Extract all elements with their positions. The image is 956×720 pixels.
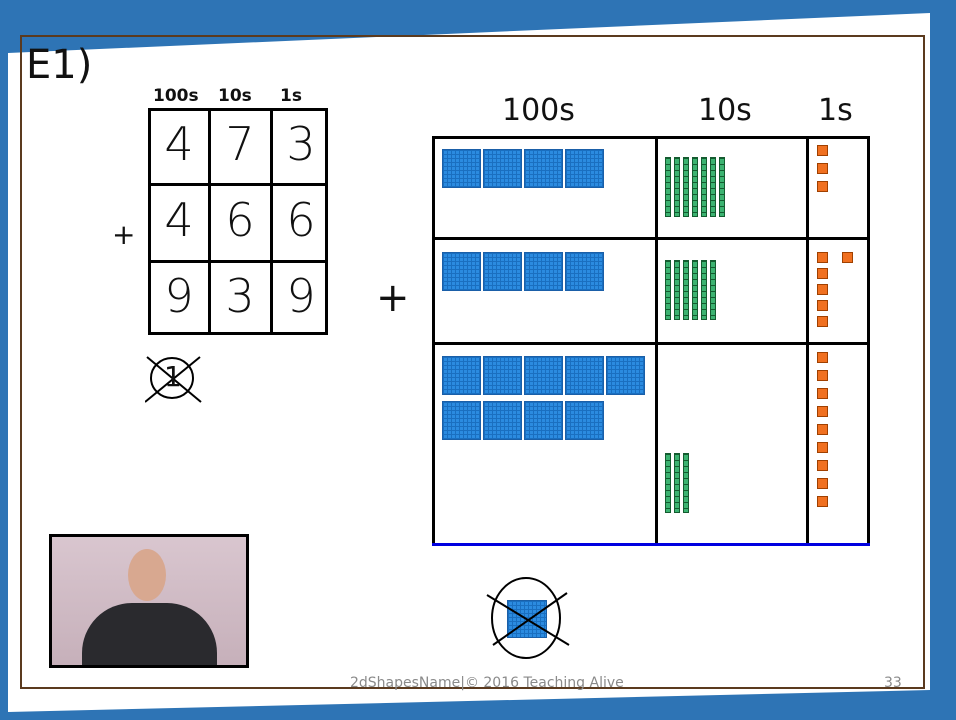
hundred-flat <box>524 401 563 440</box>
hundred-flat <box>483 356 522 395</box>
carry-digit: 1 <box>164 360 182 393</box>
one-cube <box>817 284 828 295</box>
hundred-flat <box>565 356 604 395</box>
digit-cell: 3 <box>286 117 316 171</box>
exchanged-hundred-mark <box>485 575 570 660</box>
one-cube <box>817 370 828 381</box>
hundred-flat <box>524 356 563 395</box>
ten-rod <box>683 453 689 513</box>
header-100s: 100s <box>153 86 199 106</box>
one-cube <box>817 442 828 453</box>
blocks-header-1s: 1s <box>818 93 853 128</box>
one-cube <box>817 406 828 417</box>
hundred-flat <box>442 252 481 291</box>
ten-rod <box>701 157 707 217</box>
blocks-header-10s: 10s <box>698 93 752 128</box>
ten-rod <box>710 157 716 217</box>
hundred-flat <box>483 252 522 291</box>
hundred-flat <box>524 149 563 188</box>
one-cube <box>842 252 853 263</box>
ten-rod <box>692 260 698 320</box>
one-cube <box>817 268 828 279</box>
problem-label: E1) <box>26 42 93 88</box>
one-cube <box>817 424 828 435</box>
carry-mark: 1 <box>145 352 204 403</box>
hundred-flat <box>442 401 481 440</box>
blocks-header-100s: 100s <box>502 93 575 128</box>
hundred-flat <box>606 356 645 395</box>
hundred-flat <box>483 149 522 188</box>
header-1s: 1s <box>280 86 302 106</box>
one-cube <box>817 352 828 363</box>
digit-cell: 4 <box>164 193 194 247</box>
hundred-flat <box>524 252 563 291</box>
digit-cell: 9 <box>164 269 194 323</box>
ten-rod <box>719 157 725 217</box>
presenter-body <box>82 603 217 665</box>
one-cube <box>817 163 828 174</box>
ten-rod <box>692 157 698 217</box>
ten-rod <box>665 453 671 513</box>
one-cube <box>817 252 828 263</box>
hundred-flat <box>565 149 604 188</box>
blocks-grid <box>432 136 870 546</box>
footer-text: 2dShapesName|© 2016 Teaching Alive <box>350 675 624 691</box>
one-cube <box>817 316 828 327</box>
slide-border <box>20 35 925 689</box>
ten-rod <box>674 453 680 513</box>
digit-cell: 3 <box>225 269 255 323</box>
hundred-flat <box>483 401 522 440</box>
ten-rod <box>683 157 689 217</box>
presenter-head <box>128 549 166 601</box>
presenter-video[interactable] <box>49 534 249 668</box>
one-cube <box>817 388 828 399</box>
hundred-flat <box>442 356 481 395</box>
digit-cell: 6 <box>286 193 316 247</box>
ten-rod <box>710 260 716 320</box>
ten-rod <box>665 157 671 217</box>
ten-rod <box>674 260 680 320</box>
ten-rod <box>674 157 680 217</box>
digit-cell: 4 <box>164 117 194 171</box>
header-10s: 10s <box>218 86 252 106</box>
one-cube <box>817 478 828 489</box>
plus-sign: + <box>112 218 136 251</box>
digit-cell: 6 <box>225 193 255 247</box>
digit-cell: 7 <box>225 117 255 171</box>
hundred-flat <box>565 252 604 291</box>
hundred-flat <box>565 401 604 440</box>
one-cube <box>817 145 828 156</box>
one-cube <box>817 460 828 471</box>
hundred-flat <box>442 149 481 188</box>
ten-rod <box>701 260 707 320</box>
blocks-plus-sign: + <box>376 275 410 321</box>
one-cube <box>817 181 828 192</box>
ten-rod <box>683 260 689 320</box>
one-cube <box>817 300 828 311</box>
ten-rod <box>665 260 671 320</box>
page-number: 33 <box>884 675 902 691</box>
digit-cell: 9 <box>286 269 316 323</box>
one-cube <box>817 496 828 507</box>
